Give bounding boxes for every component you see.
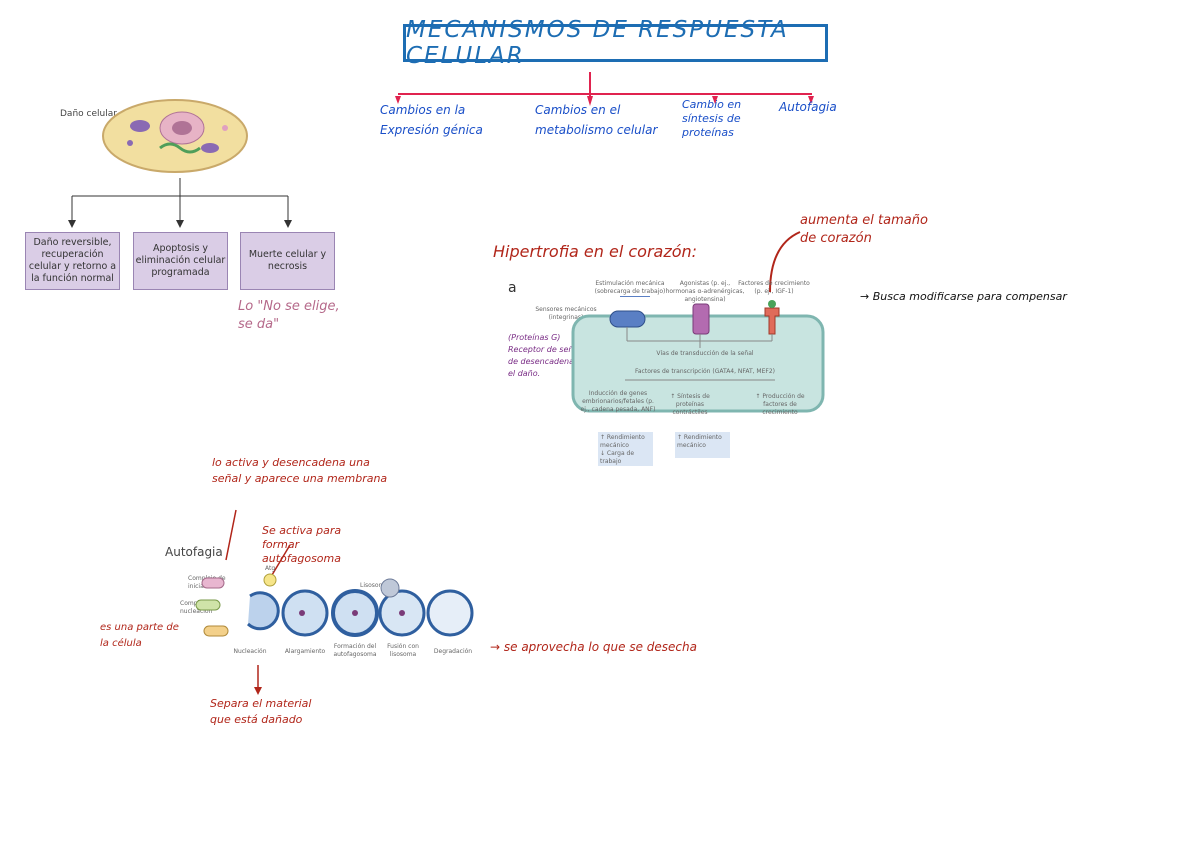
stage-degradation: Degradación xyxy=(433,648,473,655)
note-part: es una parte de la célula xyxy=(100,622,179,649)
result-box-1: ↑ Rendimiento mecánico ↓ Carga de trabaj… xyxy=(598,432,653,466)
note-separates: Separa el material que está dañado xyxy=(210,697,312,726)
outcome-reversible: Daño reversible, recuperación celular y … xyxy=(25,232,120,290)
panel-letter: a xyxy=(508,280,517,296)
result-workload: ↓ Carga de trabajo xyxy=(600,450,635,465)
effect-proteins: ↑ Síntesis de proteínas contráctiles xyxy=(670,393,710,416)
cell-illustration xyxy=(102,99,248,173)
cell-injury-note: Lo "No se elige, se da" xyxy=(238,299,340,332)
purple-note: (Proteínas G) Receptor de señal de desen… xyxy=(508,333,581,378)
note-activate: lo activa y desencadena una señal y apar… xyxy=(212,456,388,485)
autophagy-heading: Autofagia xyxy=(165,545,223,559)
pathway-label: Vías de transducción de la señal xyxy=(656,350,754,357)
mechanism-protein-synthesis: Cambio en síntesis de proteínas xyxy=(682,98,742,139)
note-purpose: → Busca modificarse para compensar xyxy=(860,290,1067,303)
label-lysosome: Lisosoma xyxy=(360,582,389,589)
stimulus-mechanical: Estimulación mecánica (sobrecarga de tra… xyxy=(594,280,666,295)
outcome-necrosis: Muerte celular y necrosis xyxy=(240,232,335,290)
stimulus-agonists: Agonistas (p. ej., hormonas α-adrenérgic… xyxy=(665,280,745,303)
stage-nucleation: Nucleación xyxy=(233,648,267,655)
label-atg: Atg xyxy=(265,565,276,572)
stage-autophagosome: Formación del autofagosoma xyxy=(333,643,377,658)
stimulus-growth-factors: Factores de crecimiento (p. ej., IGF-1) xyxy=(738,280,810,295)
mechanism-metabolism: Cambios en el metabolismo celular xyxy=(535,103,658,137)
effect-growth: ↑ Producción de factores de crecimiento xyxy=(755,393,805,416)
outcome-apoptosis: Apoptosis y eliminación celular programa… xyxy=(133,232,228,290)
mechanism-gene-expression: Cambios en la Expresión génica xyxy=(380,103,483,137)
note-activated-by: Se activa para formar autofagosoma xyxy=(262,524,342,565)
effect-genes: Inducción de genes embrionarios/fetales … xyxy=(580,390,656,413)
tf-label: Factores de transcripción (GATA4, NFAT, … xyxy=(634,368,776,375)
mechanism-autophagy: Autofagia xyxy=(779,100,837,114)
sensor-label: Sensores mecánicos (integrinas) xyxy=(535,306,597,321)
result-performance: ↑ Rendimiento mecánico xyxy=(600,434,645,449)
note-size: aumenta el tamaño de corazón xyxy=(800,213,928,246)
cardiomyocyte-diagram xyxy=(571,296,825,413)
result-performance-2: ↑ Rendimiento mecánico xyxy=(677,434,722,449)
autophagy-diagram xyxy=(195,573,474,637)
hypertrophy-heading: Hipertrofia en el corazón: xyxy=(493,242,698,261)
stage-elongation: Alargamiento xyxy=(284,648,326,655)
stage-fusion: Fusión con lisosoma xyxy=(387,643,419,658)
result-box-2: ↑ Rendimiento mecánico xyxy=(675,432,730,458)
cell-injury-label: Daño celular xyxy=(60,109,117,119)
note-reuse: → se aprovecha lo que se desecha xyxy=(490,640,697,654)
